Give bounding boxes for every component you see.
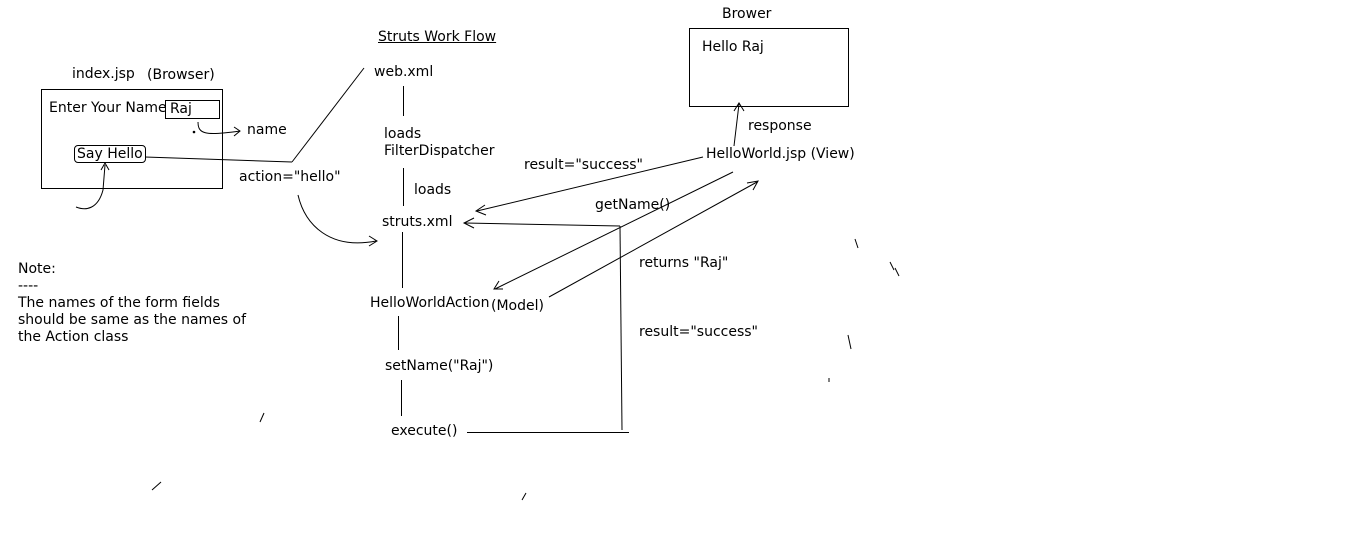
name-field-label: Enter Your Name xyxy=(49,100,167,116)
note-heading: Note: xyxy=(18,261,56,277)
filter-dispatcher-label: FilterDispatcher xyxy=(384,143,495,159)
diagram-title: Struts Work Flow xyxy=(378,29,497,45)
response-label: response xyxy=(748,118,812,134)
output-browser-box xyxy=(689,28,849,107)
action-hello-label: action="hello" xyxy=(239,169,341,185)
request-line xyxy=(144,156,293,163)
hello-world-action-label: HelloWorldAction xyxy=(370,295,490,311)
result-success-top-label: result="success" xyxy=(524,157,643,173)
set-name-label: setName("Raj") xyxy=(385,358,494,374)
action-arrow xyxy=(297,194,377,244)
result-success-mid-label: result="success" xyxy=(639,324,758,340)
web-xml-label: web.xml xyxy=(374,64,434,80)
hello-raj-output: Hello Raj xyxy=(702,39,764,55)
model-label: (Model) xyxy=(491,298,544,314)
note-text: The names of the form fields should be s… xyxy=(18,295,247,345)
to-web-xml-line xyxy=(291,67,365,163)
returns-raj-label: returns "Raj" xyxy=(639,255,729,271)
get-name-label: getName() xyxy=(595,197,671,213)
helloworld-jsp-view-label: HelloWorld.jsp (View) xyxy=(706,146,855,162)
name-input[interactable]: Raj xyxy=(165,100,220,119)
click-arrow xyxy=(75,164,106,210)
loads-label-1: loads xyxy=(384,126,422,142)
name-param-label: name xyxy=(247,122,287,138)
struts-xml-label: struts.xml xyxy=(382,214,453,230)
index-browser-box xyxy=(41,89,223,189)
loads-label-2: loads xyxy=(414,182,452,198)
browser-label: (Browser) xyxy=(147,67,215,83)
index-jsp-label: index.jsp xyxy=(72,66,135,82)
output-browser-title: Brower xyxy=(722,6,772,22)
name-param-arrow xyxy=(197,121,241,135)
execute-label: execute() xyxy=(391,423,458,439)
say-hello-button[interactable]: Say Hello xyxy=(74,145,146,163)
note-divider: ---- xyxy=(18,278,39,294)
